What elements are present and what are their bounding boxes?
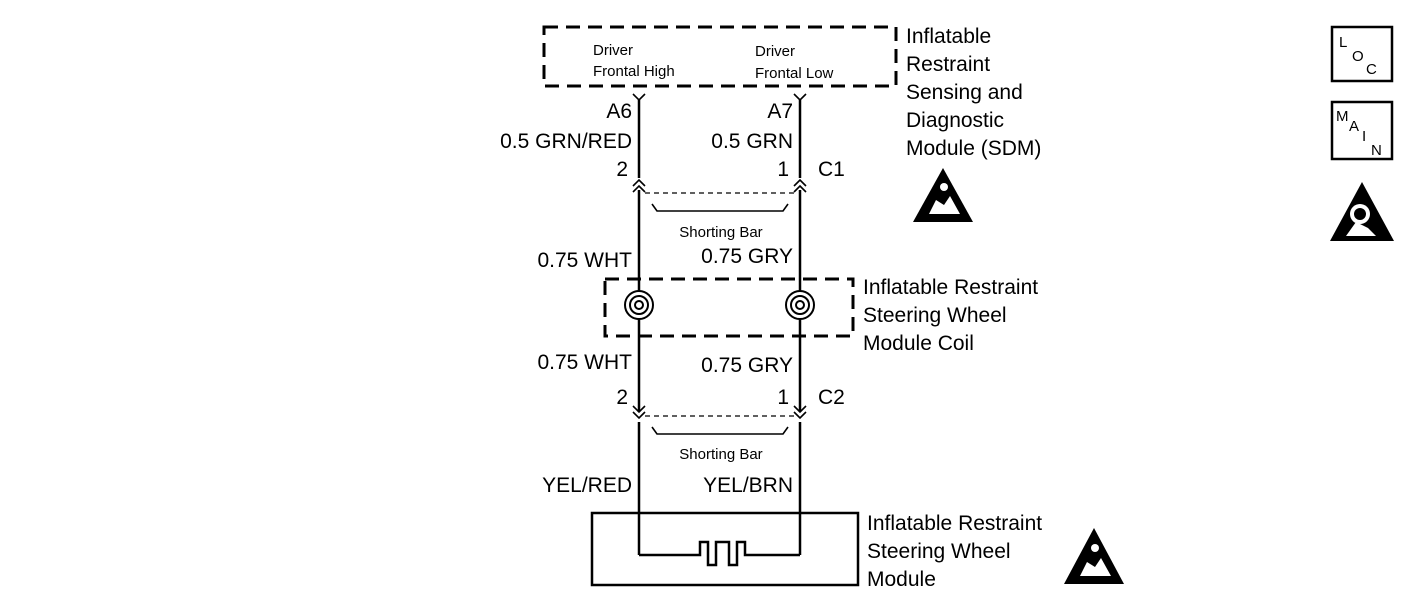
sdm-label-line2: Restraint — [906, 53, 990, 76]
c1-shorting-bar — [645, 192, 794, 212]
esd-warning-icon-module — [1064, 528, 1124, 584]
c2-shorting-bar — [645, 415, 794, 435]
left-c2-pin: 2 — [616, 386, 628, 409]
left-terminal-a6: A6 — [606, 100, 632, 123]
coil-label-line1: Inflatable Restraint — [863, 276, 1038, 299]
loc-icon[interactable]: L O C — [1330, 25, 1394, 83]
module-box — [590, 511, 860, 587]
left-sdm-terminal-fork — [632, 93, 646, 102]
left-wire-color-coil-bottom: 0.75 WHT — [537, 351, 632, 374]
sdm-label-line1: Inflatable — [906, 25, 991, 48]
svg-text:L: L — [1339, 34, 1347, 51]
left-wire-color-sdm: 0.5 GRN/RED — [500, 130, 632, 153]
right-c1-pin: 1 — [777, 158, 789, 181]
c2-connector — [632, 405, 807, 420]
module-label-line2: Steering Wheel — [867, 540, 1011, 563]
sdm-label-line4: Diagnostic — [906, 109, 1004, 132]
sdm-terminal-low-line1: Driver — [755, 43, 795, 60]
airbag-warning-icon[interactable] — [1330, 182, 1394, 241]
sdm-label-line5: Module (SDM) — [906, 137, 1041, 160]
connector-c2-label: C2 — [818, 386, 845, 409]
svg-text:N: N — [1371, 142, 1382, 159]
right-wire-color-module: YEL/BRN — [703, 474, 793, 497]
left-wire-color-coil-top: 0.75 WHT — [537, 249, 632, 272]
svg-text:C: C — [1366, 61, 1377, 78]
svg-text:O: O — [1352, 48, 1364, 65]
module-label-line1: Inflatable Restraint — [867, 512, 1042, 535]
coil-label-line3: Module Coil — [863, 332, 974, 355]
sdm-label-line3: Sensing and — [906, 81, 1023, 104]
coil-label-line2: Steering Wheel — [863, 304, 1007, 327]
svg-text:M: M — [1336, 108, 1349, 125]
right-wire-color-coil-bottom: 0.75 GRY — [701, 354, 793, 377]
c2-shorting-bar-label: Shorting Bar — [679, 446, 762, 463]
right-c2-pin: 1 — [777, 386, 789, 409]
airbag-squib-resistor — [639, 540, 800, 567]
esd-warning-icon — [913, 168, 973, 222]
left-clockspring-icon — [624, 290, 654, 320]
left-c1-pin: 2 — [616, 158, 628, 181]
coil-dashed-box — [603, 277, 855, 338]
svg-text:I: I — [1362, 128, 1366, 145]
sdm-terminal-low-line2: Frontal Low — [755, 65, 834, 82]
c1-connector — [632, 178, 807, 193]
sdm-dashed-box — [542, 25, 898, 88]
right-wire-color-coil-top: 0.75 GRY — [701, 245, 793, 268]
right-wire-color-sdm: 0.5 GRN — [711, 130, 793, 153]
svg-text:A: A — [1349, 118, 1359, 135]
right-terminal-a7: A7 — [767, 100, 793, 123]
right-sdm-terminal-fork — [793, 93, 807, 102]
main-icon[interactable]: M A I N — [1330, 100, 1394, 161]
sdm-terminal-high-line1: Driver — [593, 42, 633, 59]
module-label-line3: Module — [867, 568, 936, 591]
left-wire-color-module: YEL/RED — [542, 474, 632, 497]
connector-c1-label: C1 — [818, 158, 845, 181]
right-clockspring-icon — [785, 290, 815, 320]
c1-shorting-bar-label: Shorting Bar — [679, 224, 762, 241]
sdm-terminal-high-line2: Frontal High — [593, 63, 675, 80]
